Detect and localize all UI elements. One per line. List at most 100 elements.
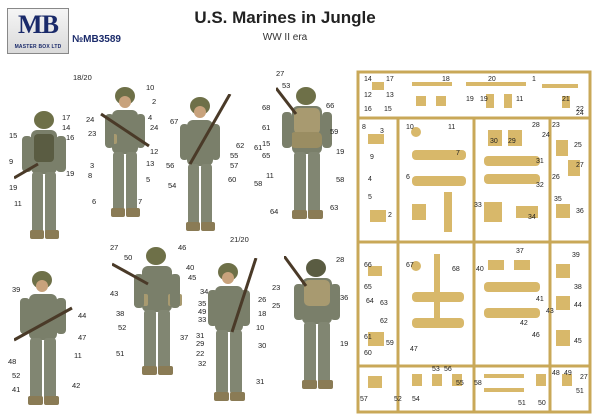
- sprue-part-label: 18: [442, 76, 450, 83]
- part-label: 39: [12, 285, 21, 294]
- page-title: U.S. Marines in Jungle: [194, 8, 376, 27]
- part-label: 32: [198, 359, 207, 368]
- part-label: 8: [88, 171, 93, 180]
- part-label: 24: [150, 123, 159, 132]
- sprue-part-label: 68: [452, 266, 460, 273]
- sprue-part-label: 33: [474, 202, 482, 209]
- sprue-part-label: 67: [406, 262, 414, 269]
- part-label: 22: [196, 349, 205, 358]
- part-label: 31: [196, 331, 205, 340]
- part-label: 49: [198, 307, 207, 316]
- part-label: 66: [326, 101, 335, 110]
- part-label: 29: [196, 339, 205, 348]
- sprue-part-label: 51: [518, 400, 526, 407]
- sprue-part-label: 50: [538, 400, 546, 407]
- page-subtitle: WW II era: [262, 32, 308, 43]
- part-label: 43: [110, 289, 119, 298]
- sprue-part-label: 52: [394, 396, 402, 403]
- part-label: 48: [8, 357, 17, 366]
- figure-marine-7: [202, 258, 262, 410]
- figure-marine-4: [276, 84, 340, 230]
- part-label: 45: [188, 273, 197, 282]
- logo-mark: MB: [18, 10, 59, 39]
- part-label: 11: [74, 351, 82, 360]
- part-label: 11: [266, 171, 274, 180]
- part-label: 11: [14, 199, 22, 208]
- part-label: 40: [186, 263, 195, 272]
- sprue-part-label: 24: [542, 132, 550, 139]
- part-label: 7: [138, 197, 143, 206]
- part-label: 52: [118, 323, 127, 332]
- part-label: 37: [180, 333, 189, 342]
- part-label: 12: [150, 147, 159, 156]
- part-label: 62: [236, 141, 245, 150]
- part-label: 65: [262, 151, 271, 160]
- sprue-part-label: 13: [386, 92, 394, 99]
- sprue-part-label: 6: [406, 174, 410, 181]
- sprue-part-label: 8: [362, 124, 366, 131]
- part-label: 47: [78, 333, 87, 342]
- part-label: 16: [66, 133, 75, 142]
- part-label: 25: [272, 301, 281, 310]
- part-label: 31: [256, 377, 265, 386]
- part-label: 56: [166, 161, 175, 170]
- sprue-part-label: 57: [360, 396, 368, 403]
- sprue-part-label: 56: [444, 366, 452, 373]
- sprue-part-label: 15: [384, 106, 392, 113]
- sprue-part-label: 41: [536, 296, 544, 303]
- part-label: 46: [178, 243, 187, 252]
- part-label: 27: [110, 243, 119, 252]
- sprue-part-label: 32: [536, 182, 544, 189]
- sprue-part-label: 21: [562, 96, 570, 103]
- sprue-frame: [356, 70, 592, 414]
- sprue-part-label: 40: [476, 266, 484, 273]
- sprue-part-label: 48: [552, 370, 560, 377]
- part-label: 28: [336, 255, 345, 264]
- sprue-part-label: 53: [432, 366, 440, 373]
- sprue-part-label: 47: [410, 346, 418, 353]
- part-label: 10: [256, 323, 265, 332]
- sprue-part-label: 54: [412, 396, 420, 403]
- part-label: 6: [92, 197, 97, 206]
- sprue-part-label: 10: [406, 124, 414, 131]
- part-label: 26: [258, 295, 267, 304]
- sprue-part-label: 38: [574, 284, 582, 291]
- sprue-part-label: 24: [576, 110, 584, 117]
- part-label: 41: [12, 385, 21, 394]
- part-label: 63: [330, 203, 339, 212]
- sprue-part-label: 9: [370, 154, 374, 161]
- part-label: 59: [330, 127, 339, 136]
- sprue-part-label: 37: [516, 248, 524, 255]
- logo-brand-text: MASTER BOX LTD: [14, 44, 62, 50]
- figure-marine-6: [112, 244, 192, 384]
- sprue-part-label: 26: [552, 174, 560, 181]
- sprue-part-label: 4: [368, 176, 372, 183]
- sprue-part-label: 22: [576, 106, 584, 113]
- part-label: 13: [146, 159, 155, 168]
- sprue-part-label: 55: [456, 380, 464, 387]
- part-label: 15: [9, 131, 18, 140]
- sprue-part-label: 45: [574, 338, 582, 345]
- sprue-part-label: 46: [532, 332, 540, 339]
- sprue-part-label: 29: [508, 138, 516, 145]
- part-label: 27: [276, 69, 285, 78]
- sprue-part-label: 35: [554, 196, 562, 203]
- sprue-part-label: 31: [536, 158, 544, 165]
- part-label: 58: [336, 175, 345, 184]
- sprue-part-label: 42: [520, 320, 528, 327]
- sprue-part-label: 19: [466, 96, 474, 103]
- part-label: 15: [262, 139, 271, 148]
- sprue-part-label: 62: [380, 318, 388, 325]
- sprue-part-label: 60: [364, 350, 372, 357]
- part-label: 3: [90, 161, 95, 170]
- part-label: 19: [340, 339, 349, 348]
- sprue-part-label: 61: [364, 334, 372, 341]
- sprue-part-label: 43: [546, 308, 554, 315]
- part-label: 55: [230, 151, 239, 160]
- part-label: 18: [258, 309, 267, 318]
- part-label: 54: [168, 181, 177, 190]
- sprue-part-label: 51: [576, 388, 584, 395]
- part-label: 52: [12, 371, 21, 380]
- part-label: 30: [258, 341, 267, 350]
- sprue-part-label: 11: [448, 124, 456, 131]
